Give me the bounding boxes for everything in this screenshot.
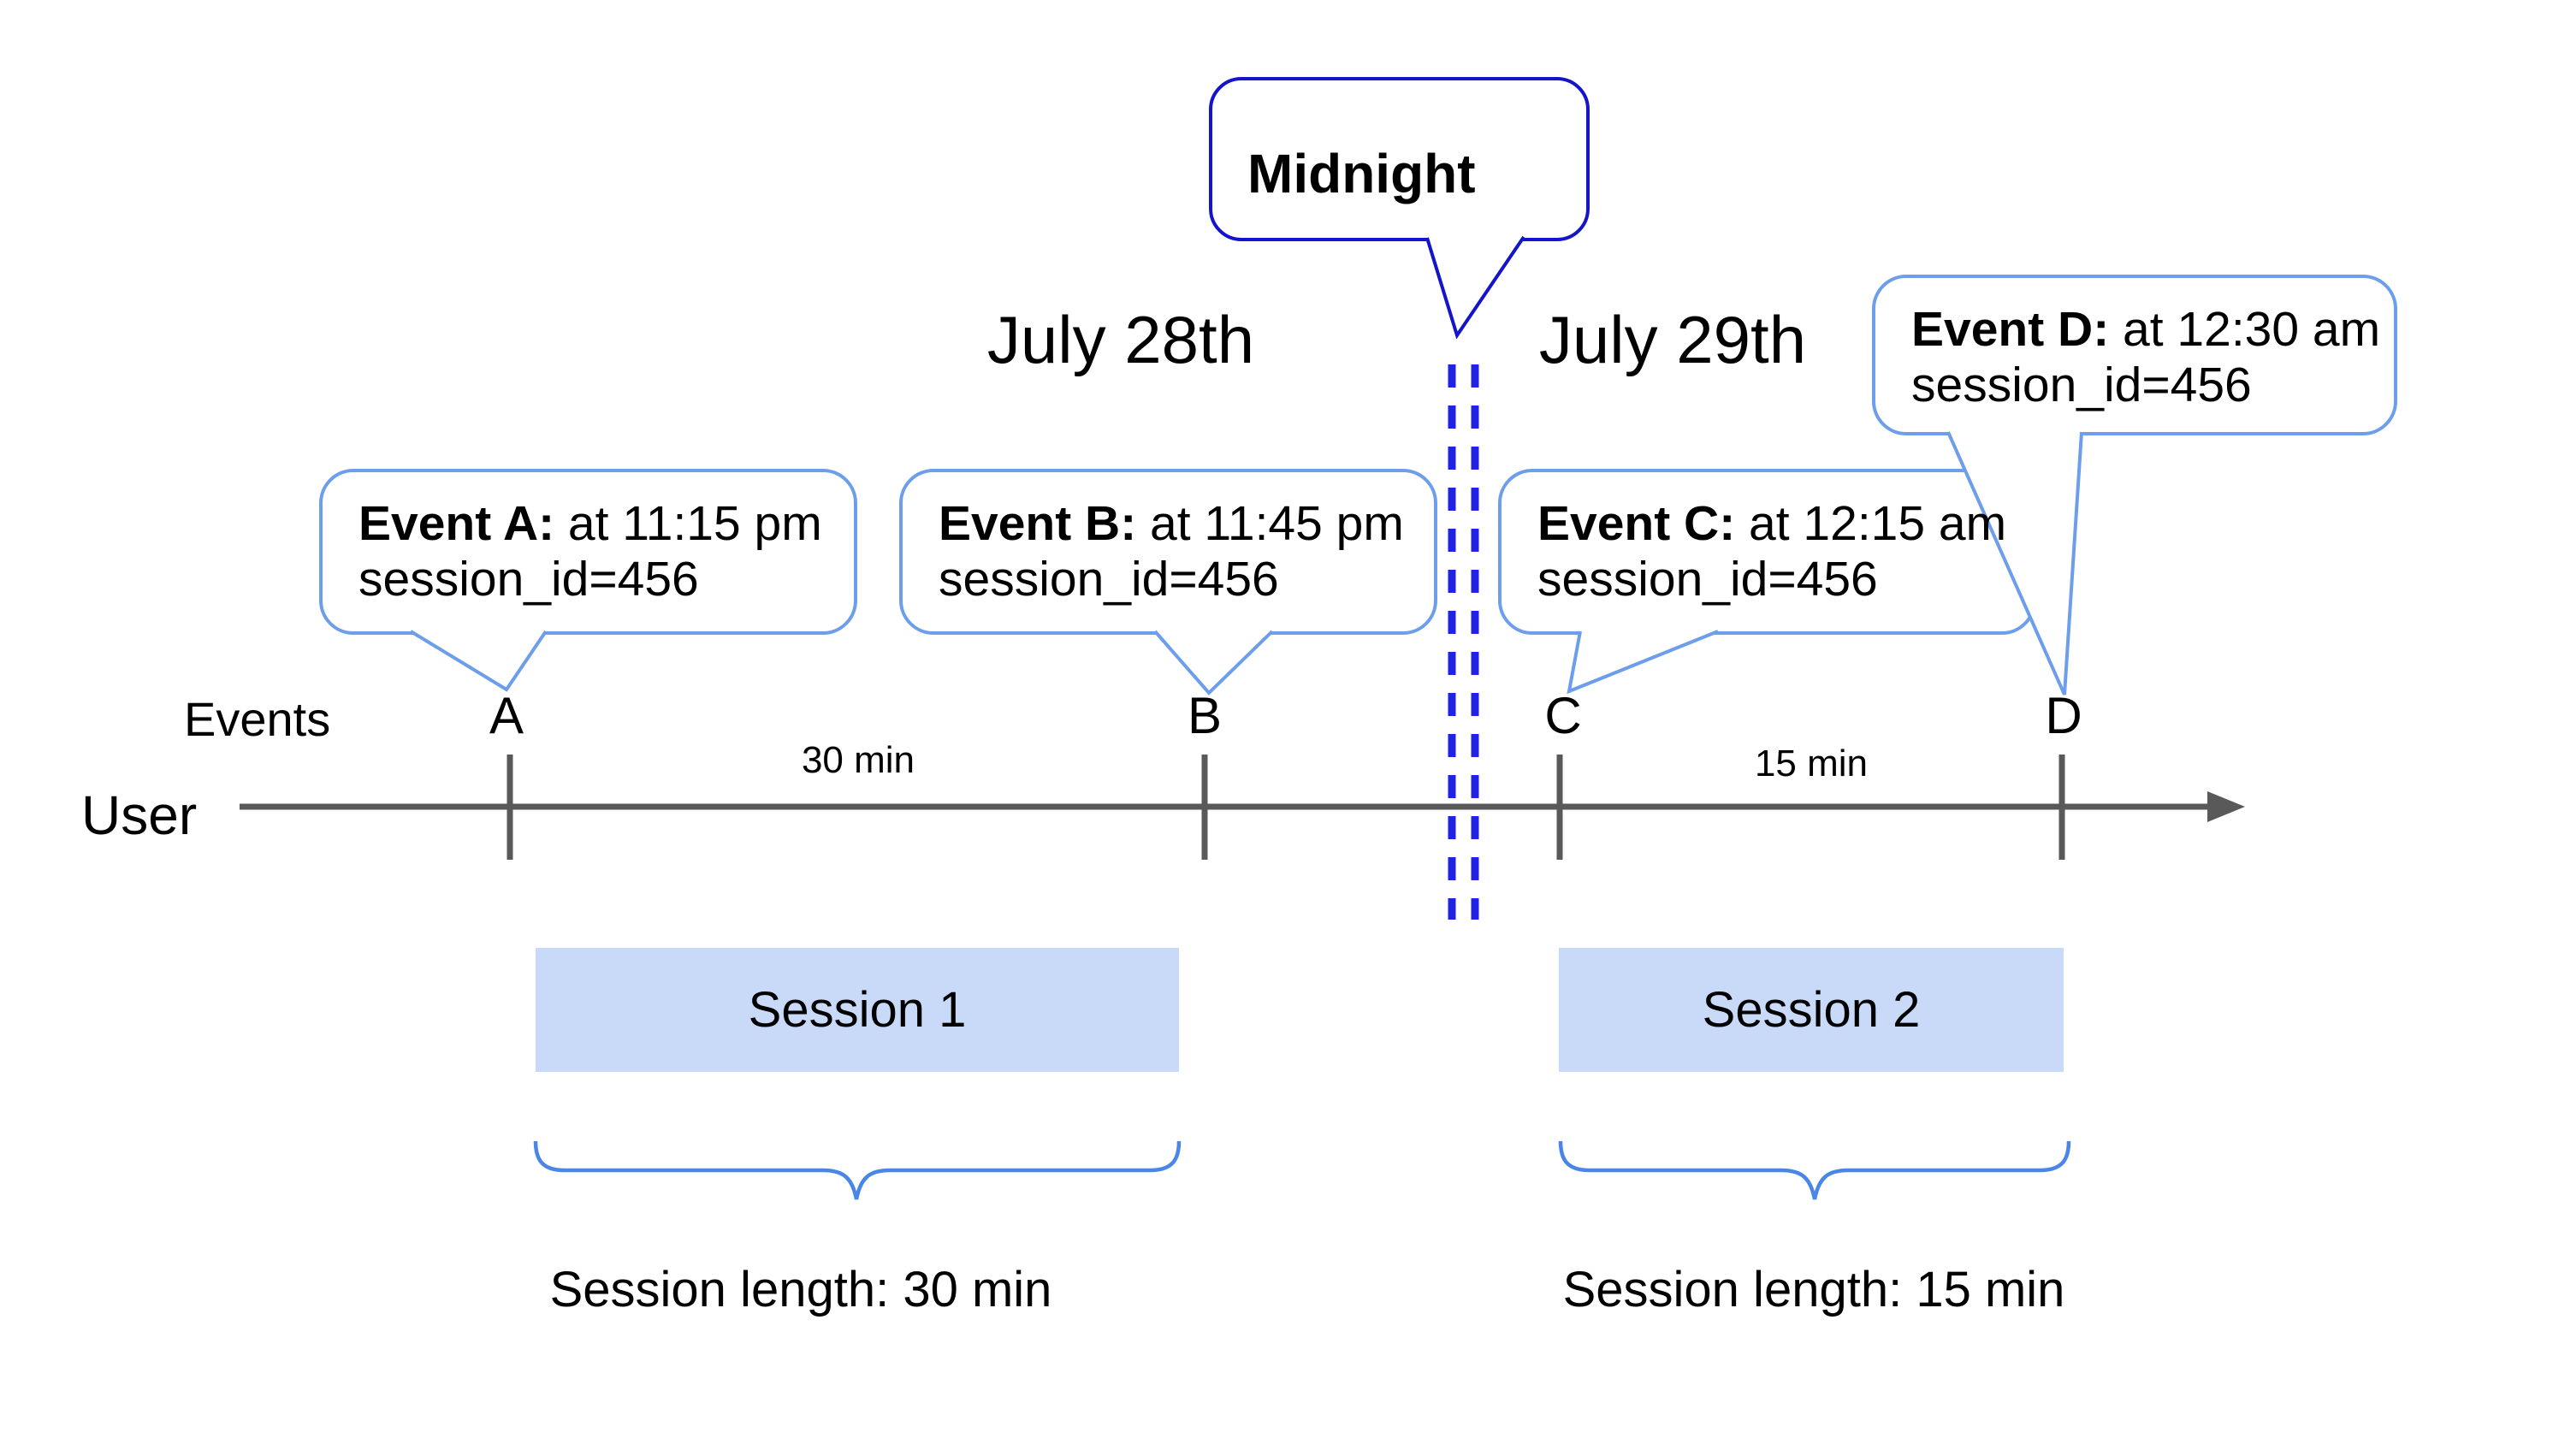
timeline-arrowhead-icon [2207,791,2245,822]
gap-label-30min: 30 min [801,739,915,781]
event-callout-d [1872,275,2397,435]
date-right-label: July 29th [1538,302,1807,377]
midnight-callout-tail [1425,235,1525,340]
event-callout-a [319,469,857,635]
events-axis-label: Events [184,692,331,746]
midnight-callout [1209,77,1590,241]
event-letter-d: D [2045,687,2082,744]
event-callout-c-text: Event C: at 12:15 am session_id=456 [1500,471,2035,633]
event-callout-a-line2: session_id=456 [358,552,699,607]
event-callout-a-tail [409,630,548,692]
event-callout-b-line2: session_id=456 [939,552,1279,607]
session-2-brace [1558,1140,2071,1200]
session-2-label: Session 2 [1702,982,1921,1038]
event-callout-d-line1: Event D: at 12:30 am [1911,302,2381,357]
user-label: User [81,784,198,846]
event-callout-d-tail [1946,431,2083,695]
event-callout-c-tail [1567,630,1719,695]
event-callout-d-line2: session_id=456 [1911,358,2252,412]
event-callout-c-line2: session_id=456 [1537,552,1878,607]
event-callout-a-line1: Event A: at 11:15 pm [358,496,822,551]
session-1-length-label: Session length: 30 min [549,1262,1052,1317]
session-1-brace [533,1140,1182,1200]
event-letter-a: A [489,687,524,744]
midnight-label: Midnight [1247,143,1476,204]
event-callout-c-line1: Event C: at 12:15 am [1537,496,2007,551]
session-1-box [536,948,1179,1072]
session-2-length-label: Session length: 15 min [1562,1262,2065,1317]
session-1-label: Session 1 [748,982,967,1038]
event-letter-c: C [1544,687,1582,744]
gap-label-15min: 15 min [1754,743,1869,784]
session-2-box [1559,948,2064,1072]
event-callout-b-tail [1153,630,1274,695]
event-callout-d-text: Event D: at 12:30 am session_id=456 [1874,276,2396,434]
event-callout-b-text: Event B: at 11:45 pm session_id=456 [901,471,1436,633]
event-callout-a-text: Event A: at 11:15 pm session_id=456 [321,471,856,633]
event-letter-b: B [1187,687,1223,744]
date-left-label: July 28th [986,302,1255,377]
event-callout-b-line1: Event B: at 11:45 pm [939,496,1404,551]
